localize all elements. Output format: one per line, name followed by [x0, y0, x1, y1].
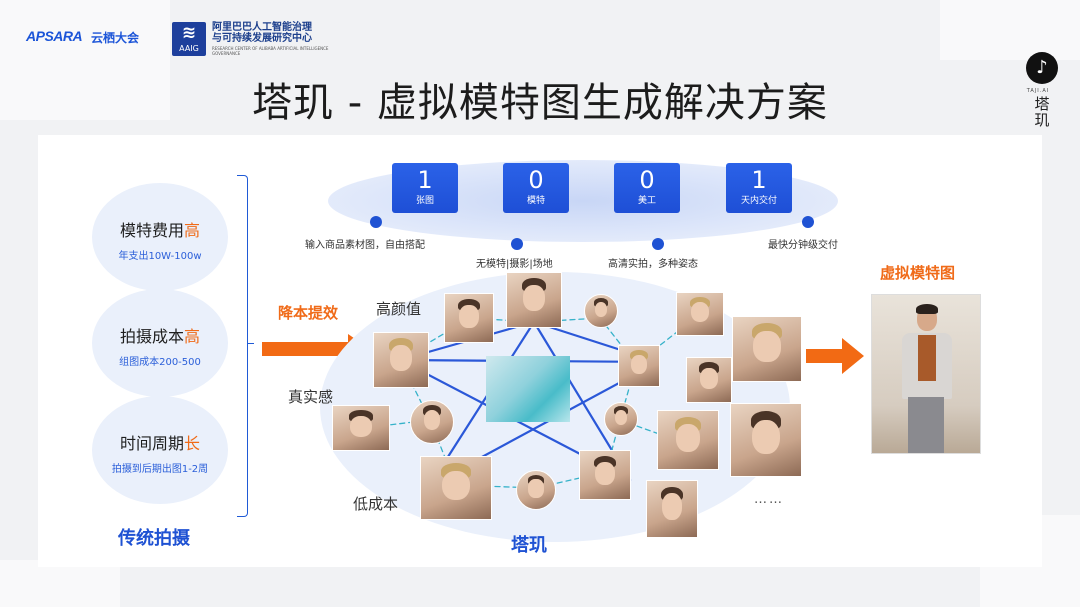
- time-cycle-subtitle: 拍摄到后期出图1-2周: [111, 464, 209, 475]
- model-portrait: [584, 294, 618, 328]
- model-fee-title: 模特费用高: [119, 221, 201, 240]
- apsara-logo: APSARA: [26, 28, 83, 44]
- ai-core-image: [486, 356, 570, 422]
- model-portrait: [516, 470, 556, 510]
- taji-label: 塔玑: [511, 535, 547, 556]
- caption-hd-shots: 高清实拍，多种姿态: [608, 259, 698, 270]
- caption-input-material: 输入商品素材图，自由搭配: [305, 240, 425, 251]
- cost-circle-shooting: 拍摄成本高 组图成本200-500: [92, 289, 228, 397]
- aaig-name-line2: 与可持续发展研究中心: [212, 33, 312, 44]
- apsara-event-name: 云栖大会: [91, 31, 140, 45]
- bracket-tip: [247, 343, 254, 344]
- virtual-model-photo: [871, 294, 981, 454]
- cost-reduction-label: 降本提效: [278, 304, 339, 322]
- traditional-shooting-label: 传统拍摄: [118, 528, 190, 549]
- model-portrait: [657, 410, 719, 470]
- shooting-cost-subtitle: 组图成本200-500: [119, 357, 201, 368]
- model-portrait: [732, 316, 802, 382]
- model-portrait: [506, 272, 562, 328]
- aaig-name-en: RESEARCH CENTER OF ALIBABA ARTIFICIAL IN…: [212, 46, 329, 56]
- right-arrow-icon: [806, 338, 864, 374]
- feature-realistic: 真实感: [288, 388, 334, 406]
- cost-circle-model-fee: 模特费用高 年支出10W-100w: [92, 183, 228, 291]
- aaig-logo-icon: ≋ AAIG: [172, 22, 206, 56]
- stat-value: 0: [639, 166, 655, 194]
- aaig-name: 阿里巴巴人工智能治理 与可持续发展研究中心: [212, 22, 342, 44]
- banner-dot: [802, 216, 814, 228]
- model-portrait: [676, 292, 724, 336]
- feature-high-looks: 高颜值: [376, 300, 422, 318]
- stat-unit: 模特: [526, 196, 545, 206]
- aaig-logo-text: AAIG: [179, 44, 199, 53]
- page-title: 塔玑 - 虚拟模特图生成解决方案: [252, 80, 828, 126]
- time-cycle-title: 时间周期长: [119, 434, 201, 453]
- model-portrait: [604, 402, 638, 436]
- model-portrait: [332, 405, 390, 451]
- caption-no-model: 无模特|摄影|场地: [476, 259, 553, 270]
- stat-value: 0: [528, 166, 544, 194]
- stat-card-models: 0 模特: [503, 163, 569, 213]
- right-arrow-icon: [262, 334, 370, 364]
- stat-unit: 张图: [415, 196, 434, 206]
- banner-dot: [511, 238, 523, 250]
- model-portrait: [618, 345, 660, 387]
- bracket: [237, 175, 248, 517]
- model-portrait: [373, 332, 429, 388]
- stat-unit: 天内交付: [740, 196, 777, 206]
- model-portrait: [444, 293, 494, 343]
- cost-circle-time: 时间周期长 拍摄到后期出图1-2周: [92, 396, 228, 504]
- model-portrait: [579, 450, 631, 500]
- model-portrait: [686, 357, 732, 403]
- stat-unit: 美工: [637, 196, 656, 206]
- caption-fast-delivery: 最快分钟级交付: [768, 240, 838, 251]
- stat-value: 1: [417, 166, 433, 194]
- aaig-logo-glyph: ≋: [181, 23, 197, 43]
- taji-logo-icon: ♪: [1026, 52, 1058, 84]
- banner-dot: [652, 238, 664, 250]
- model-portrait: [420, 456, 492, 520]
- taji-logo-cn: 塔玑: [1034, 95, 1050, 129]
- banner-dot: [370, 216, 382, 228]
- stat-card-delivery: 1 天内交付: [726, 163, 792, 213]
- aaig-name-line1: 阿里巴巴人工智能治理: [212, 22, 312, 33]
- stat-card-images: 1 张图: [392, 163, 458, 213]
- model-portrait: [646, 480, 698, 538]
- stat-card-designers: 0 美工: [614, 163, 680, 213]
- virtual-model-label: 虚拟模特图: [880, 264, 956, 282]
- model-portrait: [730, 403, 802, 477]
- model-fee-subtitle: 年支出10W-100w: [118, 251, 202, 262]
- model-portrait: [410, 400, 454, 444]
- stat-value: 1: [751, 166, 767, 194]
- feature-low-cost: 低成本: [353, 495, 399, 513]
- more-ellipsis: ……: [754, 492, 784, 507]
- taji-logo-en: TAJI.AI: [1026, 88, 1050, 94]
- shooting-cost-title: 拍摄成本高: [119, 327, 201, 346]
